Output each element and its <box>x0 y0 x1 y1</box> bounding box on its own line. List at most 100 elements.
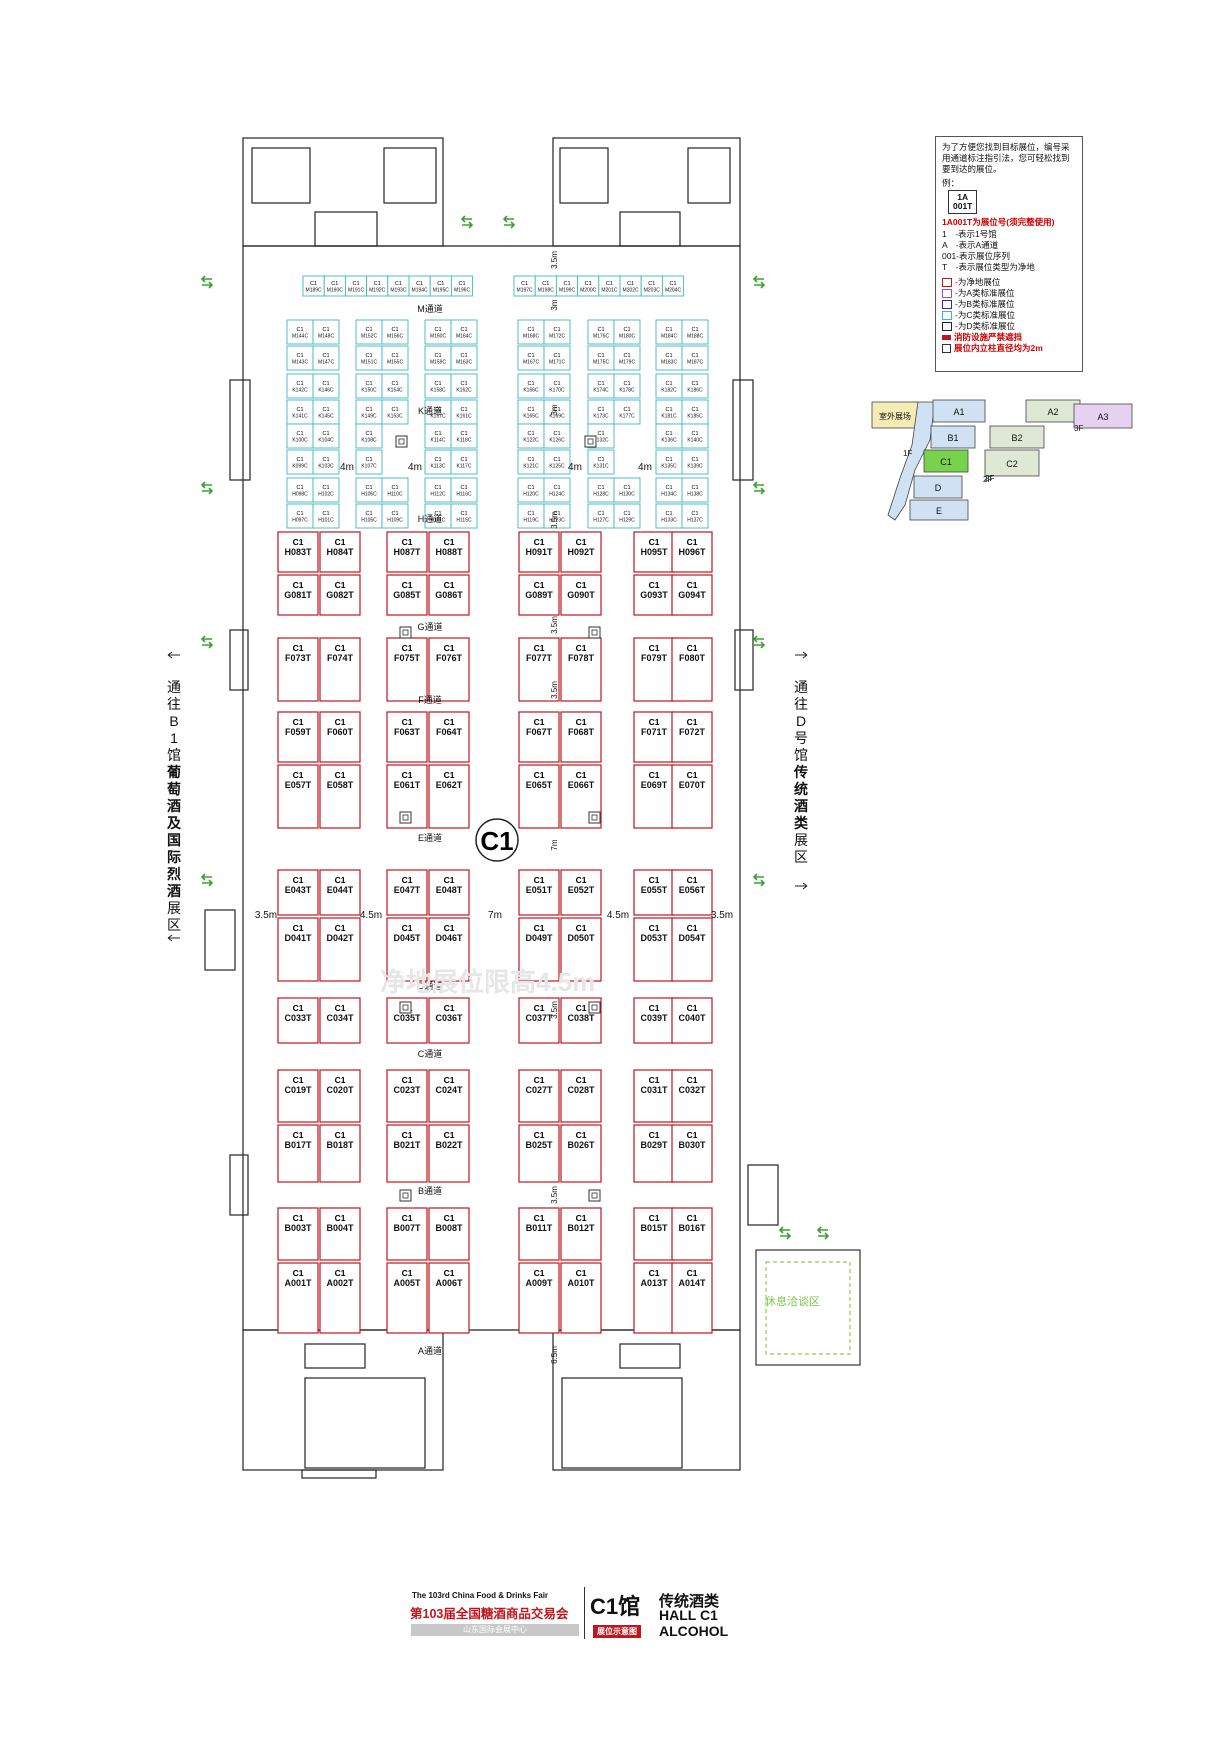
standard-booth[interactable]: C1K135C <box>655 449 683 475</box>
raw-space-booth[interactable]: C1G094T <box>671 574 713 616</box>
raw-space-booth[interactable]: C1F071T <box>633 711 675 763</box>
standard-booth[interactable]: C1K114C <box>424 423 452 449</box>
standard-booth[interactable]: C1K157C <box>424 399 452 425</box>
standard-booth[interactable]: C1K104C <box>312 423 340 449</box>
standard-booth[interactable]: C1K173C <box>587 399 615 425</box>
standard-booth[interactable]: C1M144C <box>286 319 314 345</box>
raw-space-booth[interactable]: C1E044T <box>319 869 361 916</box>
standard-booth[interactable]: C1K182C <box>655 373 683 399</box>
standard-booth[interactable]: C1M171C <box>543 345 571 371</box>
standard-booth[interactable]: C1M199C <box>555 275 579 297</box>
standard-booth[interactable]: C1K142C <box>286 373 314 399</box>
standard-booth[interactable]: C1H133C <box>655 503 683 529</box>
standard-booth[interactable]: C1H110C <box>381 477 409 503</box>
raw-space-booth[interactable]: C1G093T <box>633 574 675 616</box>
standard-booth[interactable]: C1M200C <box>577 275 600 297</box>
raw-space-booth[interactable]: C1D046T <box>428 917 470 982</box>
raw-space-booth[interactable]: C1C036T <box>428 997 470 1044</box>
raw-space-booth[interactable]: C1E066T <box>560 764 602 829</box>
raw-space-booth[interactable]: C1H091T <box>518 531 560 573</box>
raw-space-booth[interactable]: C1E048T <box>428 869 470 916</box>
raw-space-booth[interactable]: C1B018T <box>319 1124 361 1183</box>
standard-booth[interactable]: C1K113C <box>424 449 452 475</box>
standard-booth[interactable]: C1K153C <box>381 399 409 425</box>
raw-space-booth[interactable]: C1A013T <box>633 1262 675 1334</box>
standard-booth[interactable]: C1H105C <box>355 503 383 529</box>
raw-space-booth[interactable]: C1B012T <box>560 1207 602 1261</box>
raw-space-booth[interactable]: C1B022T <box>428 1124 470 1183</box>
standard-booth[interactable]: C1K170C <box>543 373 571 399</box>
standard-booth[interactable]: C1K161C <box>450 399 478 425</box>
raw-space-booth[interactable]: C1H084T <box>319 531 361 573</box>
raw-space-booth[interactable]: C1B015T <box>633 1207 675 1261</box>
raw-space-booth[interactable]: C1A010T <box>560 1262 602 1334</box>
raw-space-booth[interactable]: C1D042T <box>319 917 361 982</box>
standard-booth[interactable]: C1M147C <box>312 345 340 371</box>
standard-booth[interactable]: C1H109C <box>381 503 409 529</box>
standard-booth[interactable]: C1K108C <box>355 423 383 449</box>
raw-space-booth[interactable]: C1F064T <box>428 711 470 763</box>
raw-space-booth[interactable]: C1C034T <box>319 997 361 1044</box>
raw-space-booth[interactable]: C1B030T <box>671 1124 713 1183</box>
standard-booth[interactable]: C1K181C <box>655 399 683 425</box>
raw-space-booth[interactable]: C1E070T <box>671 764 713 829</box>
standard-booth[interactable]: C1K166C <box>517 373 545 399</box>
standard-booth[interactable]: C1M168C <box>517 319 545 345</box>
standard-booth[interactable]: C1M193C <box>387 275 410 297</box>
standard-booth[interactable]: C1K118C <box>450 423 478 449</box>
raw-space-booth[interactable]: C1C020T <box>319 1069 361 1123</box>
raw-space-booth[interactable]: C1E056T <box>671 869 713 916</box>
standard-booth[interactable]: C1K140C <box>681 423 709 449</box>
raw-space-booth[interactable]: C1E058T <box>319 764 361 829</box>
standard-booth[interactable]: C1M172C <box>543 319 571 345</box>
standard-booth[interactable]: C1K141C <box>286 399 314 425</box>
raw-space-booth[interactable]: C1E043T <box>277 869 319 916</box>
standard-booth[interactable]: C1H120C <box>517 477 545 503</box>
raw-space-booth[interactable]: C1F072T <box>671 711 713 763</box>
standard-booth[interactable]: C1K121C <box>517 449 545 475</box>
standard-booth[interactable]: C1M167C <box>517 345 545 371</box>
standard-booth[interactable]: C1M176C <box>587 319 615 345</box>
raw-space-booth[interactable]: C1A005T <box>386 1262 428 1334</box>
raw-space-booth[interactable]: C1C019T <box>277 1069 319 1123</box>
standard-booth[interactable]: C1H134C <box>655 477 683 503</box>
standard-booth[interactable]: C1K154C <box>381 373 409 399</box>
raw-space-booth[interactable]: C1C024T <box>428 1069 470 1123</box>
standard-booth[interactable]: C1M203C <box>640 275 663 297</box>
standard-booth[interactable]: C1H138C <box>681 477 709 503</box>
standard-booth[interactable]: C1H098C <box>286 477 314 503</box>
raw-space-booth[interactable]: C1A006T <box>428 1262 470 1334</box>
raw-space-booth[interactable]: C1E065T <box>518 764 560 829</box>
standard-booth[interactable]: C1K107C <box>355 449 383 475</box>
standard-booth[interactable]: C1H097C <box>286 503 314 529</box>
raw-space-booth[interactable]: C1F079T <box>633 637 675 702</box>
raw-space-booth[interactable]: C1G089T <box>518 574 560 616</box>
raw-space-booth[interactable]: C1C039T <box>633 997 675 1044</box>
raw-space-booth[interactable]: C1F073T <box>277 637 319 702</box>
raw-space-booth[interactable]: C1D045T <box>386 917 428 982</box>
standard-booth[interactable]: C1M164C <box>450 319 478 345</box>
standard-booth[interactable]: C1M148C <box>312 319 340 345</box>
raw-space-booth[interactable]: C1B016T <box>671 1207 713 1261</box>
standard-booth[interactable]: C1H119C <box>517 503 545 529</box>
raw-space-booth[interactable]: C1G081T <box>277 574 319 616</box>
standard-booth[interactable]: C1H106C <box>355 477 383 503</box>
raw-space-booth[interactable]: C1A009T <box>518 1262 560 1334</box>
standard-booth[interactable]: C1H129C <box>613 503 641 529</box>
standard-booth[interactable]: C1M184C <box>655 319 683 345</box>
standard-booth[interactable]: C1K178C <box>613 373 641 399</box>
standard-booth[interactable]: C1K103C <box>312 449 340 475</box>
standard-booth[interactable]: C1M196C <box>450 275 474 297</box>
raw-space-booth[interactable]: C1A002T <box>319 1262 361 1334</box>
standard-booth[interactable]: C1M201C <box>598 275 621 297</box>
raw-space-booth[interactable]: C1C040T <box>671 997 713 1044</box>
standard-booth[interactable]: C1K186C <box>681 373 709 399</box>
raw-space-booth[interactable]: C1E069T <box>633 764 675 829</box>
raw-space-booth[interactable]: C1B008T <box>428 1207 470 1261</box>
raw-space-booth[interactable]: C1G082T <box>319 574 361 616</box>
standard-booth[interactable]: C1K126C <box>543 423 571 449</box>
standard-booth[interactable]: C1H112C <box>424 477 452 503</box>
raw-space-booth[interactable]: C1F068T <box>560 711 602 763</box>
raw-space-booth[interactable]: C1B003T <box>277 1207 319 1261</box>
standard-booth[interactable]: C1M191C <box>344 275 368 297</box>
